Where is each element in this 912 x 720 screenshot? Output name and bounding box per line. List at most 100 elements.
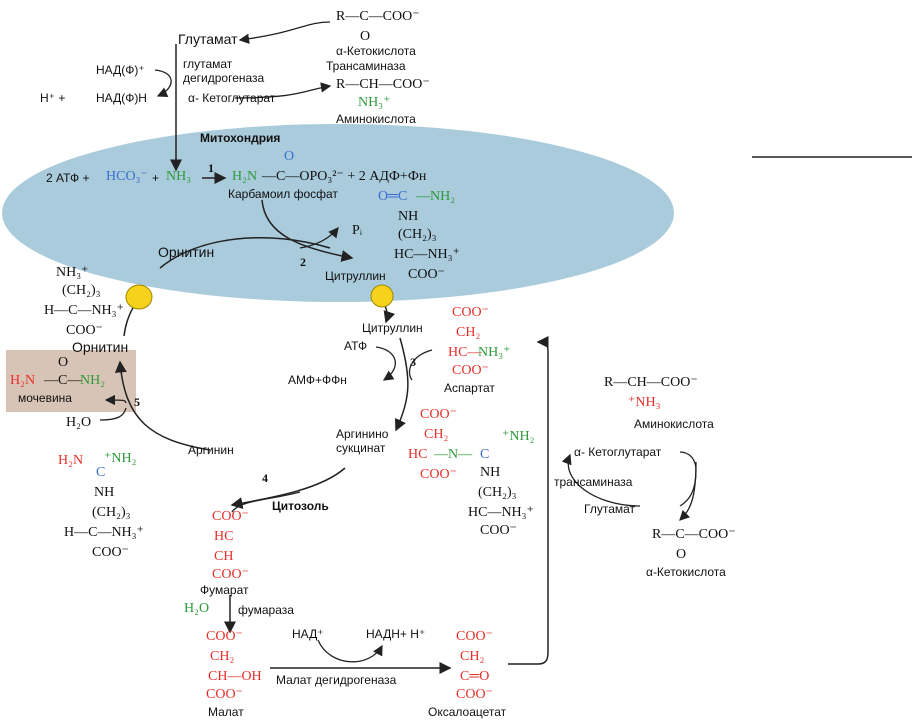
atp: АТФ [344, 339, 368, 353]
cit-hc-nh3: HC—NH₃⁺ [394, 247, 460, 262]
orn-ch2: (CH₂)₃ [62, 283, 101, 298]
arrow-aspartate-in [408, 349, 433, 381]
right-ka-o: O [676, 547, 687, 562]
h-plus: H⁺ + [40, 91, 66, 105]
mal-coo2: COO⁻ [206, 687, 243, 702]
arrow-oaa-to-aspartate [508, 336, 549, 665]
arrow-transaminase-bottom [234, 82, 332, 99]
as-coo: COO⁻ [420, 407, 457, 422]
mitochondria-title: Митохондрия [200, 131, 281, 145]
amp-ppi: АМФ+ФФн [288, 373, 347, 387]
fum-coo2: COO⁻ [212, 567, 249, 582]
nadph: НАД(Ф)Н [96, 91, 147, 105]
arg-c: C [96, 465, 106, 480]
mal-ch2: CH₂ [210, 649, 235, 664]
right-glutamate: Глутамат [584, 502, 636, 516]
fumarase-h2o: H₂O [184, 601, 210, 616]
arrow-transaminase-top [238, 21, 331, 44]
fumarase-label: фумараза [238, 603, 294, 617]
enzyme-gdh-1: глутамат [183, 57, 233, 71]
cytosol-title: Цитозоль [272, 499, 329, 513]
arg-ch2: (CH₂)₃ [92, 505, 131, 520]
right-ka-formula: R—C—COO⁻ [652, 527, 736, 542]
carbamoyl-rest: —C—OPO₃²⁻ + 2 АДФ+Фн [262, 169, 427, 184]
as-n: —N— [434, 447, 473, 462]
mal-choh: CH—OH [208, 669, 262, 684]
ornithine-left: Орнитин [72, 339, 129, 355]
right-aa-formula: R—CH—COO⁻ [604, 375, 698, 390]
nadh: НАДН+ H⁺ [366, 627, 426, 641]
oaa-co: C═O [460, 669, 490, 684]
aspartate-label: Аспартат [444, 381, 495, 395]
as-c: C [480, 447, 490, 462]
asp-coo: COO⁻ [452, 305, 489, 320]
cit-ch2: (CH₂)₃ [398, 227, 437, 242]
cit-o-c: O═C [378, 189, 408, 204]
orn-coo: COO⁻ [66, 323, 103, 338]
arg-h2n: H₂N [58, 453, 84, 468]
asp-coo2: COO⁻ [452, 363, 489, 378]
arrow-ornithine-to-citrulline [159, 236, 331, 269]
argsucc-name-1: Аргинино [336, 427, 389, 441]
asp-ch2: CH₂ [456, 325, 481, 340]
ornithine-mito: Орнитин [158, 244, 215, 260]
arrow-right-transaminase-akg [679, 451, 697, 507]
glutamate-top: Глутамат [178, 31, 238, 47]
ketoacid-label: α-Кетокислота [336, 44, 416, 58]
right-akg: α- Кетоглутарат [574, 445, 662, 459]
right-aa-label: Аминокислота [634, 417, 714, 431]
nad-plus: НАД⁺ [292, 627, 324, 641]
carbamoyl-o: O [284, 149, 295, 164]
arrow-reaction-5 [114, 360, 211, 451]
as-coo2: COO⁻ [420, 467, 457, 482]
step-4: 4 [262, 471, 268, 485]
arg-nh2: ⁺NH₂ [104, 451, 137, 466]
arrow-glutamate-to-akg [561, 453, 641, 507]
urea-o: O [58, 355, 69, 370]
hco3: HCO₃⁻ [106, 169, 148, 184]
oxaloacetate-label: Оксалоацетат [428, 705, 507, 719]
as-nh: NH [480, 465, 501, 480]
asp-hc: HC— [448, 345, 482, 360]
arg-nh: NH [94, 485, 115, 500]
fumarate-label: Фумарат [200, 583, 249, 597]
citrulline-mito: Цитруллин [325, 269, 386, 283]
asp-nh3: NH₃⁺ [478, 345, 511, 360]
fum-coo: COO⁻ [212, 509, 249, 524]
oaa-coo2: COO⁻ [456, 687, 493, 702]
oaa-coo: COO⁻ [456, 629, 493, 644]
aminoacid-formula: R—CH—COO⁻ [336, 77, 430, 92]
nh3-mito: NH₃ [166, 169, 192, 184]
arrow-arginine-fumarate [231, 491, 301, 513]
arg-hc: H—C—NH₃⁺ [64, 525, 144, 540]
ketoacid-o: O [360, 29, 371, 44]
as-nh2: ⁺NH₂ [502, 429, 535, 444]
arrow-right-to-ketoacid [679, 461, 697, 521]
argsucc-name-2: сукцинат [336, 441, 386, 455]
urea-nh2: NH₂ [80, 373, 106, 388]
right-aa-nh3: ⁺NH₃ [628, 395, 661, 410]
fum-ch: CH [214, 549, 234, 564]
urea-label: мочевина [18, 391, 72, 405]
arrow-reaction-4 [230, 467, 346, 509]
mal-coo: COO⁻ [206, 629, 243, 644]
aminoacid-label: Аминокислота [336, 112, 416, 126]
arrow-nadp [154, 69, 172, 98]
nadp-plus: НАД(Ф)⁺ [96, 63, 145, 77]
malate-label: Малат [208, 705, 244, 719]
cit-coo: COO⁻ [408, 267, 445, 282]
urea-h2n: H₂N [10, 373, 36, 388]
arrow-urea-out [104, 394, 127, 406]
alpha-ketoglutarate-top: α- Кетоглутарат [188, 91, 276, 105]
step-3: 3 [410, 355, 416, 369]
transporter-citrulline [370, 284, 394, 308]
right-transaminase: трансаминаза [554, 475, 633, 489]
carbamoyl-phosphate: Карбамоил фосфат [228, 187, 338, 201]
step-2: 2 [300, 255, 306, 269]
arrow-reaction-2a [261, 199, 354, 262]
arginine-label: Аргинин [188, 443, 234, 457]
arrow-h2o-in [99, 407, 127, 421]
as-hc-nh3: HC—NH₃⁺ [468, 505, 534, 520]
